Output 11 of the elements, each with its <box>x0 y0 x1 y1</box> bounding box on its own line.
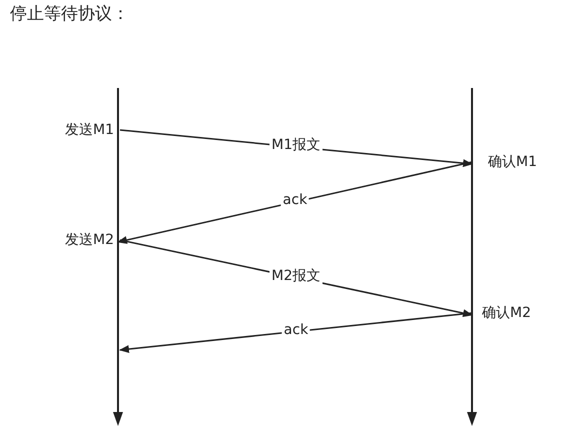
event-label: 确认M1 <box>488 154 537 170</box>
edge-label: M2报文 <box>270 268 322 284</box>
message-arrow <box>119 312 472 354</box>
message-arrow <box>117 161 472 244</box>
title: 停止等待协议： <box>10 4 129 24</box>
edge-label: ack <box>282 322 310 338</box>
event-label: 发送M1 <box>65 122 114 138</box>
edge-label: M1报文 <box>270 137 322 153</box>
edge-label: ack <box>280 192 310 208</box>
event-label: 确认M2 <box>482 305 531 321</box>
event-label: 发送M2 <box>65 232 114 248</box>
